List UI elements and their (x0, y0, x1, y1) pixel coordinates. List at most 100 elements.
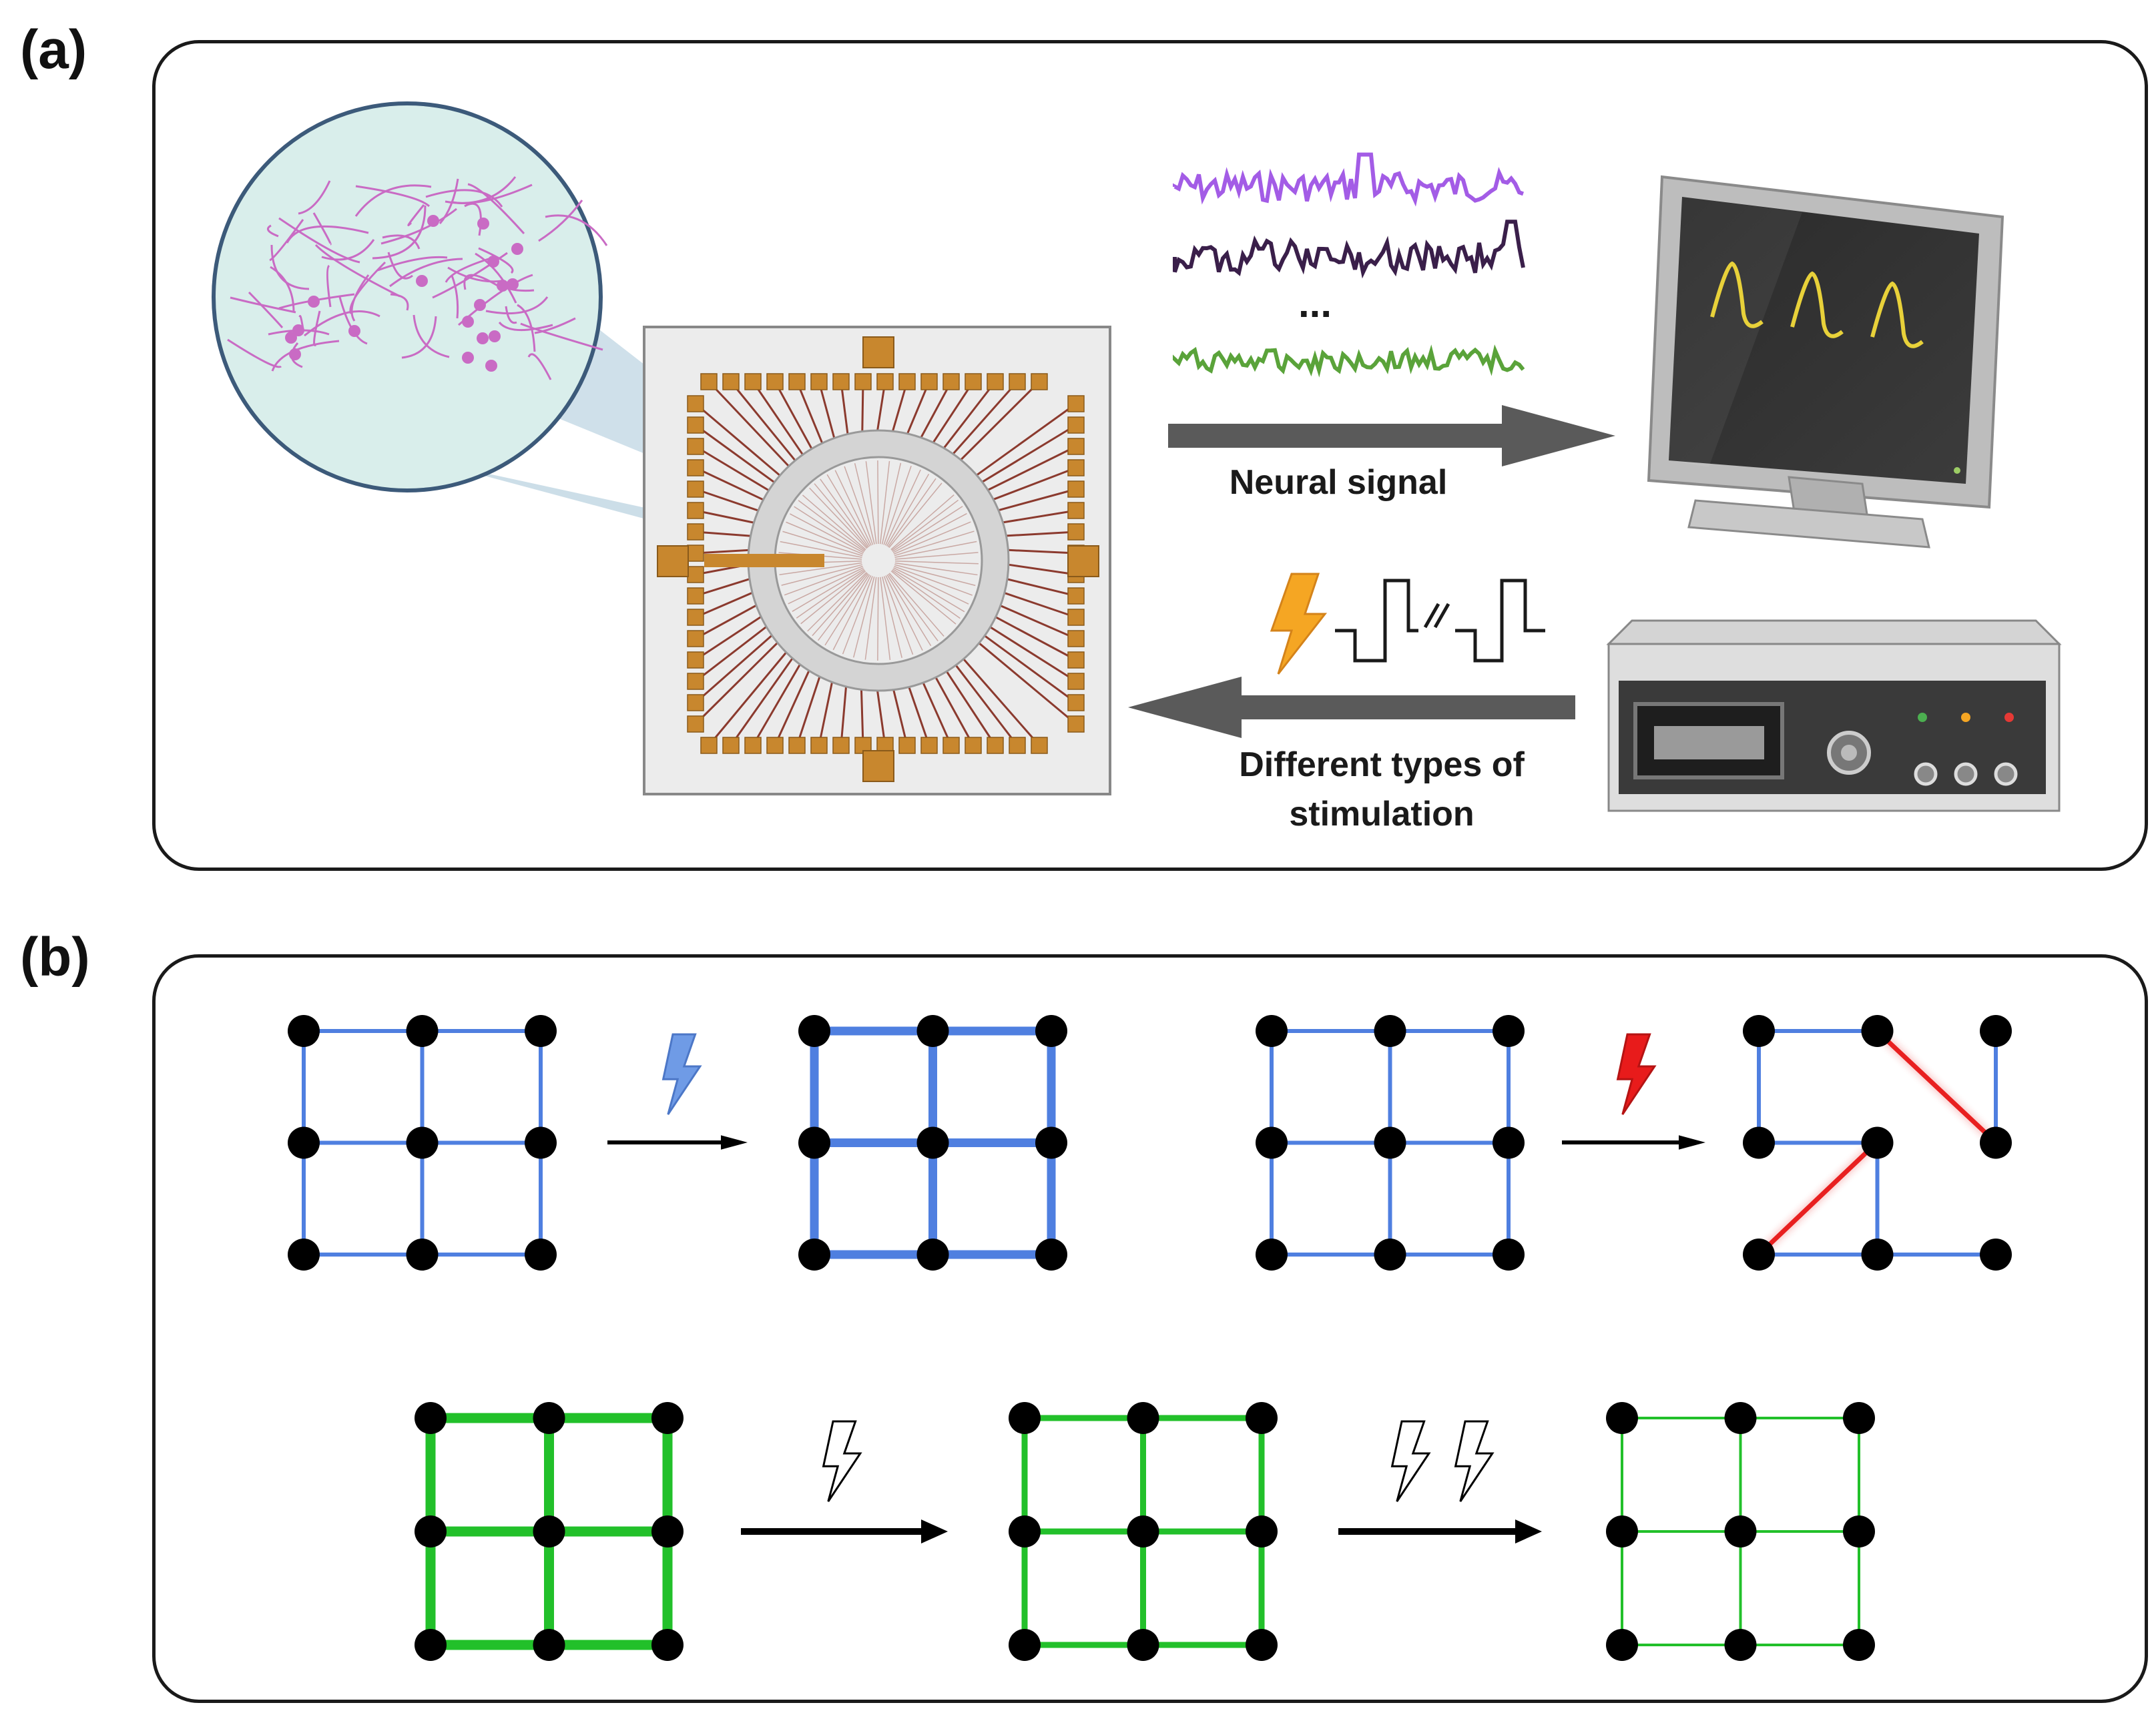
chip-trace (840, 686, 848, 746)
white-bolt-icon-2 (1390, 1420, 1431, 1502)
neuron-soma (477, 332, 489, 344)
chip-inner-trace (792, 569, 864, 612)
chip-pad (987, 373, 1004, 390)
neurite (401, 316, 437, 359)
chip-trace (695, 402, 781, 476)
neuron-node (1009, 1402, 1041, 1434)
chip-pad (832, 737, 850, 754)
neurite (354, 184, 432, 217)
neurite (313, 310, 321, 346)
new-connection (1757, 1140, 1879, 1257)
chip-pad (700, 373, 718, 390)
chip-trace (1007, 578, 1077, 597)
chip-inner-trace (894, 552, 979, 560)
signal-ellipsis: ... (1298, 281, 1332, 326)
chip-trace (984, 635, 1077, 704)
chip-trace (995, 616, 1077, 661)
chip-inner-trace (888, 482, 942, 549)
rewiring-arrow (1562, 1135, 1705, 1150)
neuron-soma (474, 299, 486, 311)
neuron-node (1035, 1126, 1067, 1159)
neurite (478, 247, 514, 274)
arrow-head (1679, 1135, 1705, 1150)
neuron-node (1127, 1629, 1159, 1661)
chip-pad (1009, 737, 1026, 754)
chip-trace (945, 671, 997, 746)
neurite (390, 293, 409, 311)
chip-pad (1067, 587, 1085, 605)
neurite (445, 258, 489, 283)
chip-pad (920, 737, 938, 754)
stimulation-label-line2: stimulation (1289, 795, 1474, 833)
network-grid (1743, 1015, 2012, 1271)
chip-trace (774, 381, 813, 450)
neuron-node (1743, 1015, 1775, 1047)
chip-trace (818, 681, 834, 746)
network-grid (1256, 1015, 1525, 1271)
neuron-node (1374, 1239, 1406, 1271)
chip-trace (978, 642, 1077, 725)
neurite (475, 252, 517, 304)
chip-inner-trace (886, 473, 930, 547)
arrow-head (721, 1135, 748, 1150)
stimulator-device (1606, 619, 2062, 812)
chip-inner-trace (864, 577, 877, 660)
chip-trace (752, 663, 801, 746)
neurite (527, 353, 552, 380)
neurite (413, 314, 450, 358)
neurite (463, 274, 499, 290)
neuron-node (1861, 1239, 1894, 1271)
chip-trace (796, 381, 824, 444)
chip-inner-trace (894, 561, 979, 565)
neuron-soma (285, 332, 297, 344)
neuron-node (1743, 1239, 1775, 1271)
chip-inner-trace (786, 521, 864, 555)
chip-corner-pad (862, 336, 894, 368)
neuron-soma (416, 275, 428, 287)
chip-inner-trace (891, 569, 961, 619)
neuron-soma (497, 280, 509, 292)
led-yellow (1961, 713, 1970, 722)
neuron-node (1009, 1515, 1041, 1547)
chip-pad (832, 373, 850, 390)
chip-inner-trace (885, 575, 923, 651)
network-grid (288, 1015, 557, 1271)
chip-trace (1008, 563, 1077, 576)
chip-pad (687, 459, 704, 476)
neuron-node (1493, 1126, 1525, 1159)
chip-inner-trace (796, 569, 865, 619)
neurite (350, 274, 370, 322)
neuron-node (288, 1126, 320, 1159)
chip-trace (1006, 531, 1077, 537)
depression-arrow-1 (741, 1519, 948, 1543)
chip-trace (796, 676, 821, 746)
device-port-3 (1994, 762, 2018, 786)
chip-pad (687, 416, 704, 434)
chip-pad (687, 587, 704, 605)
neuron-node (1374, 1126, 1406, 1159)
neuron-node (1980, 1015, 2012, 1047)
neuron-node (406, 1126, 439, 1159)
chip-inner-trace (780, 541, 862, 559)
network-grid (1606, 1402, 1875, 1661)
chip-trace (695, 549, 749, 555)
chip-pad (687, 609, 704, 626)
chip-trace (920, 381, 953, 438)
led-green (1918, 713, 1927, 722)
chip-inner-trace (894, 541, 977, 558)
neurite (407, 204, 425, 227)
neuron-node (1127, 1515, 1159, 1547)
signal-trace-green (1173, 344, 1525, 378)
neuron-soma (289, 348, 301, 360)
computer-monitor (1647, 175, 2004, 549)
mea-chip (643, 326, 1111, 795)
chip-pad (1067, 459, 1085, 476)
chip-inner-trace (807, 572, 867, 632)
chip-trace (695, 591, 753, 619)
neurite (534, 317, 576, 334)
chip-inner-trace (894, 564, 976, 587)
neuron-soma (308, 296, 320, 308)
chip-pad (722, 373, 740, 390)
neurite (447, 266, 503, 283)
chip-pad (1067, 694, 1085, 711)
